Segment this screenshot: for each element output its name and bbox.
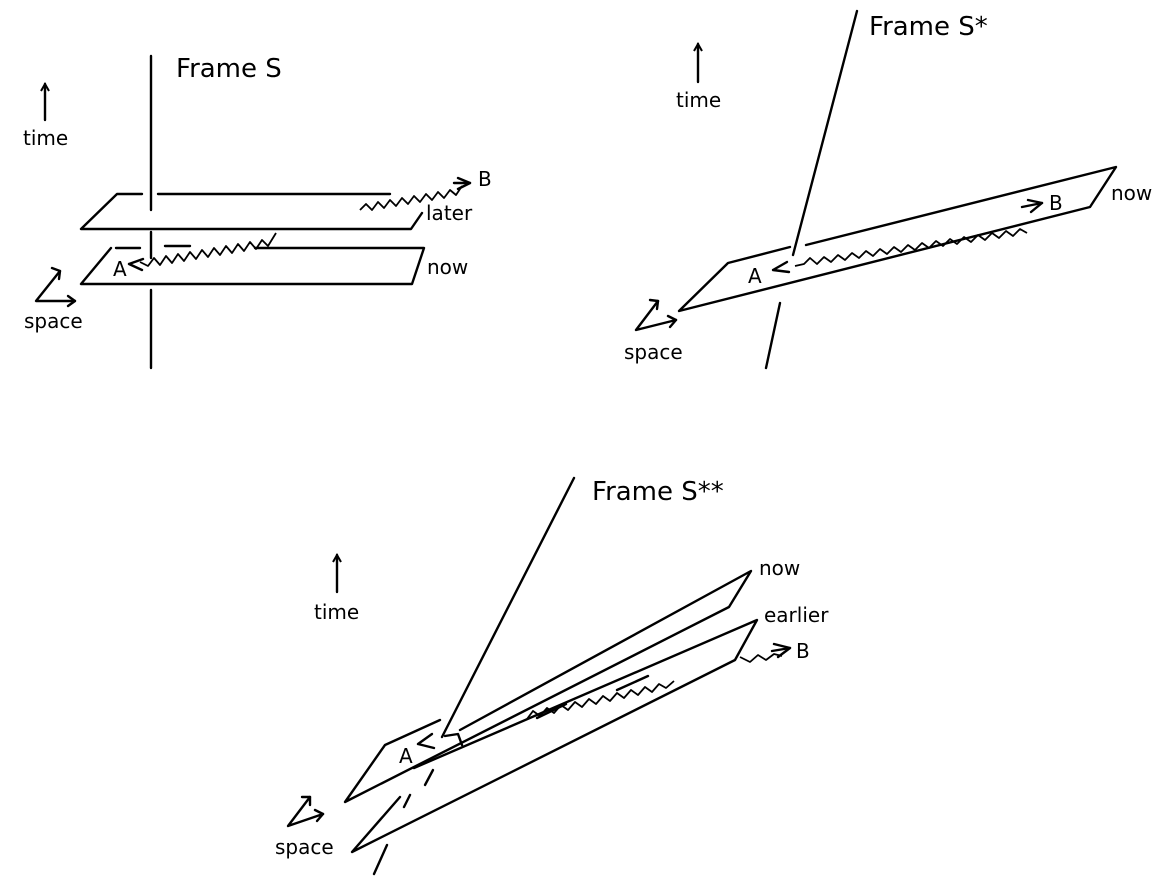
signal-wave <box>443 642 792 747</box>
space-label: space <box>624 340 683 364</box>
frame-s-star-star-title: Frame S** <box>592 477 724 507</box>
signal-wave <box>794 198 1044 267</box>
space-label: space <box>275 835 334 859</box>
panel-frame-s: Frame S time space later now <box>23 54 492 370</box>
slice-label-now: now <box>1111 181 1152 205</box>
worldline <box>764 9 859 370</box>
space-axes-icon <box>34 266 77 308</box>
slice-label-later: later <box>426 201 473 225</box>
emission-arrow <box>771 260 791 274</box>
space-axes-icon <box>286 795 325 828</box>
time-label: time <box>314 600 359 624</box>
panel-frame-s-star: Frame S* time space now A B <box>624 9 1152 370</box>
slice-now <box>79 244 426 286</box>
frame-s-title: Frame S <box>176 54 282 84</box>
space-label: space <box>24 309 83 333</box>
point-a-label: A <box>113 257 127 281</box>
slice-earlier <box>350 618 759 854</box>
emission-arrow <box>416 732 436 750</box>
worldline <box>372 476 576 876</box>
slice-now <box>677 165 1118 313</box>
slice-label-now: now <box>759 556 800 580</box>
space-axes-icon <box>634 298 678 332</box>
frame-s-star-title: Frame S* <box>869 12 988 42</box>
point-b-label: B <box>796 639 810 663</box>
time-label: time <box>676 88 721 112</box>
signal-wave <box>139 176 472 267</box>
slice-label-earlier: earlier <box>764 603 829 627</box>
point-a-label: A <box>399 744 413 768</box>
time-label: time <box>23 126 68 150</box>
slice-later <box>79 192 424 231</box>
point-a-label: A <box>748 264 762 288</box>
slice-label-now: now <box>427 255 468 279</box>
slice-now <box>343 569 753 804</box>
point-b-label: B <box>1049 191 1063 215</box>
point-b-label: B <box>478 167 492 191</box>
emission-arrow <box>127 257 145 272</box>
panel-frame-s-star-star: Frame S** time space now earlier <box>275 476 829 876</box>
